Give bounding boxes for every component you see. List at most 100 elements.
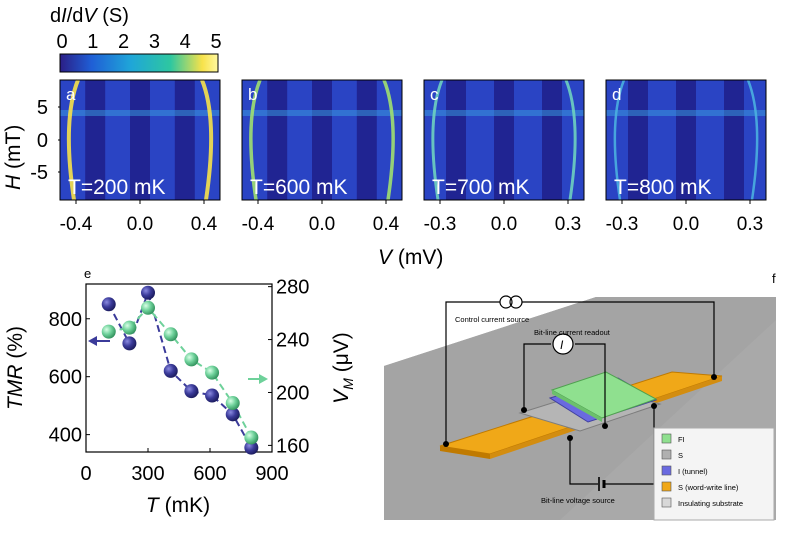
data-point-tmr [101,297,116,312]
panel-e-chart: e 0 300 600 900 400 600 800 160 200 240 280 T (mK) TM… [4,266,356,517]
top-xtick-label: -0.3 [606,214,639,235]
heatmap-field-line [424,110,584,116]
data-point-v_m [244,430,259,445]
heatmap-peak-right [746,79,759,201]
left-axis-arrowhead [88,336,97,346]
e-ylabel-right: VM (μV) [330,332,356,404]
panel-f-letter: f [772,271,776,286]
legend-swatch [661,481,672,492]
legend-swatch [661,433,672,444]
heatmap-dark-band [356,80,377,200]
data-point-v_m [122,320,137,335]
e-xtick-label: 900 [255,463,288,485]
top-xtick-label: 0.3 [555,214,581,235]
legend-label: S [678,451,683,460]
e-ytick-left-label: 800 [49,309,82,331]
top-xtick-label: -0.4 [242,214,275,235]
data-point-v_m [205,365,220,380]
panel-e-letter: e [84,266,91,281]
control-label: Control current source [455,315,529,324]
data-point-tmr [184,384,199,399]
panel-temperature: T=200 mK [68,176,165,199]
fi-layer-side [552,390,602,422]
top-xlabel: V (mV) [378,246,443,269]
top-xtick-label: 0.0 [309,214,335,235]
data-point-tmr [225,407,240,422]
voltage-label: Bit-line voltage source [541,496,615,505]
series-line-tmr [107,289,253,449]
heatmap-peak-right [564,79,577,201]
panel-f-schematic: f [384,271,776,521]
data-point-tmr [141,285,155,300]
e-ytick-left-label: 400 [49,425,82,447]
heatmap-peak-left [431,79,444,201]
top-xtick-label: 0.0 [491,214,517,235]
top-xtick-label: 0.4 [373,214,400,235]
top-xtick-label: 0.0 [127,214,153,235]
top-ylabel: H (mT) [2,125,25,190]
legend-label: Insulating substrate [678,499,743,508]
top-xtick-label: -0.3 [424,214,457,235]
colorbar-tick-label: 0 [56,31,67,53]
heatmap-peak-left [613,79,626,201]
data-point-v_m [225,396,240,411]
heatmap-panel-c: cT=700 mK -0.3 0.0 0.3 [423,79,585,235]
data-point-v_m [141,300,155,315]
top-xtick-label: -0.4 [60,214,93,235]
panel-letter: a [66,85,76,104]
top-ytick-label: 0 [37,130,48,152]
heatmap-field-line [60,110,220,116]
legend-swatch [661,465,672,476]
colorbar-gradient [59,53,219,73]
legend-label: I (tunnel) [678,467,708,476]
e-ylabel-left: TMR (%) [4,326,27,410]
colorbar-tick-label: 3 [149,31,160,53]
top-ytick-label: 5 [37,97,48,119]
e-ytick-right-label: 280 [276,277,309,299]
e-ytick-right-label: 160 [276,435,309,457]
top-panels: 5 0 -5 aT=200 mK -0.4 0.0 0.4 bT=600 mK -0.4 0.0 0… [30,79,767,235]
svg-text:I: I [560,338,564,352]
panel-temperature: T=700 mK [432,176,529,199]
right-axis-arrowhead [259,374,268,384]
panel-letter: c [430,85,439,104]
top-ytick-label: -5 [30,162,48,184]
battery-icon [598,477,606,491]
e-ytick-left-label: 600 [49,367,82,389]
top-xtick-label: 0.4 [191,214,218,235]
panel-letter: b [248,85,257,104]
heatmap-field-line [242,110,402,116]
e-ytick-right-label: 240 [276,330,309,352]
wire-nodes [443,374,717,447]
data-point-tmr [244,440,259,455]
e-ytick-right-label: 200 [276,382,309,404]
legend-swatch [661,449,672,460]
e-xlabel: T (mK) [146,494,210,517]
heatmap-peak-right [382,79,395,201]
colorbar-label: dI/dV (S) [50,5,129,27]
readout-label: Bit-line current readout [534,328,611,337]
ammeter-icon: I [552,333,574,355]
panel-temperature: T=600 mK [250,176,347,199]
heatmap-panel-b: bT=600 mK -0.4 0.0 0.4 [241,79,403,235]
heatmap-field-line [606,110,766,116]
data-point-v_m [163,327,178,342]
heatmap-dark-band [174,80,195,200]
heatmap-panel-a: aT=200 mK -0.4 0.0 0.4 [59,79,221,235]
top-xtick-label: 0.3 [737,214,763,235]
data-point-tmr [205,388,220,403]
colorbar-tick-label: 4 [180,31,191,53]
heatmap-dark-band [542,80,562,200]
e-xtick-label: 600 [193,463,226,485]
heatmap-peak-right [200,79,214,201]
colorbar-tick-label: 5 [210,31,221,53]
e-xtick-label: 300 [131,463,164,485]
e-xtick-label: 0 [80,463,91,485]
legend-label: FI [678,435,685,444]
heatmap-peak-left [249,79,262,201]
